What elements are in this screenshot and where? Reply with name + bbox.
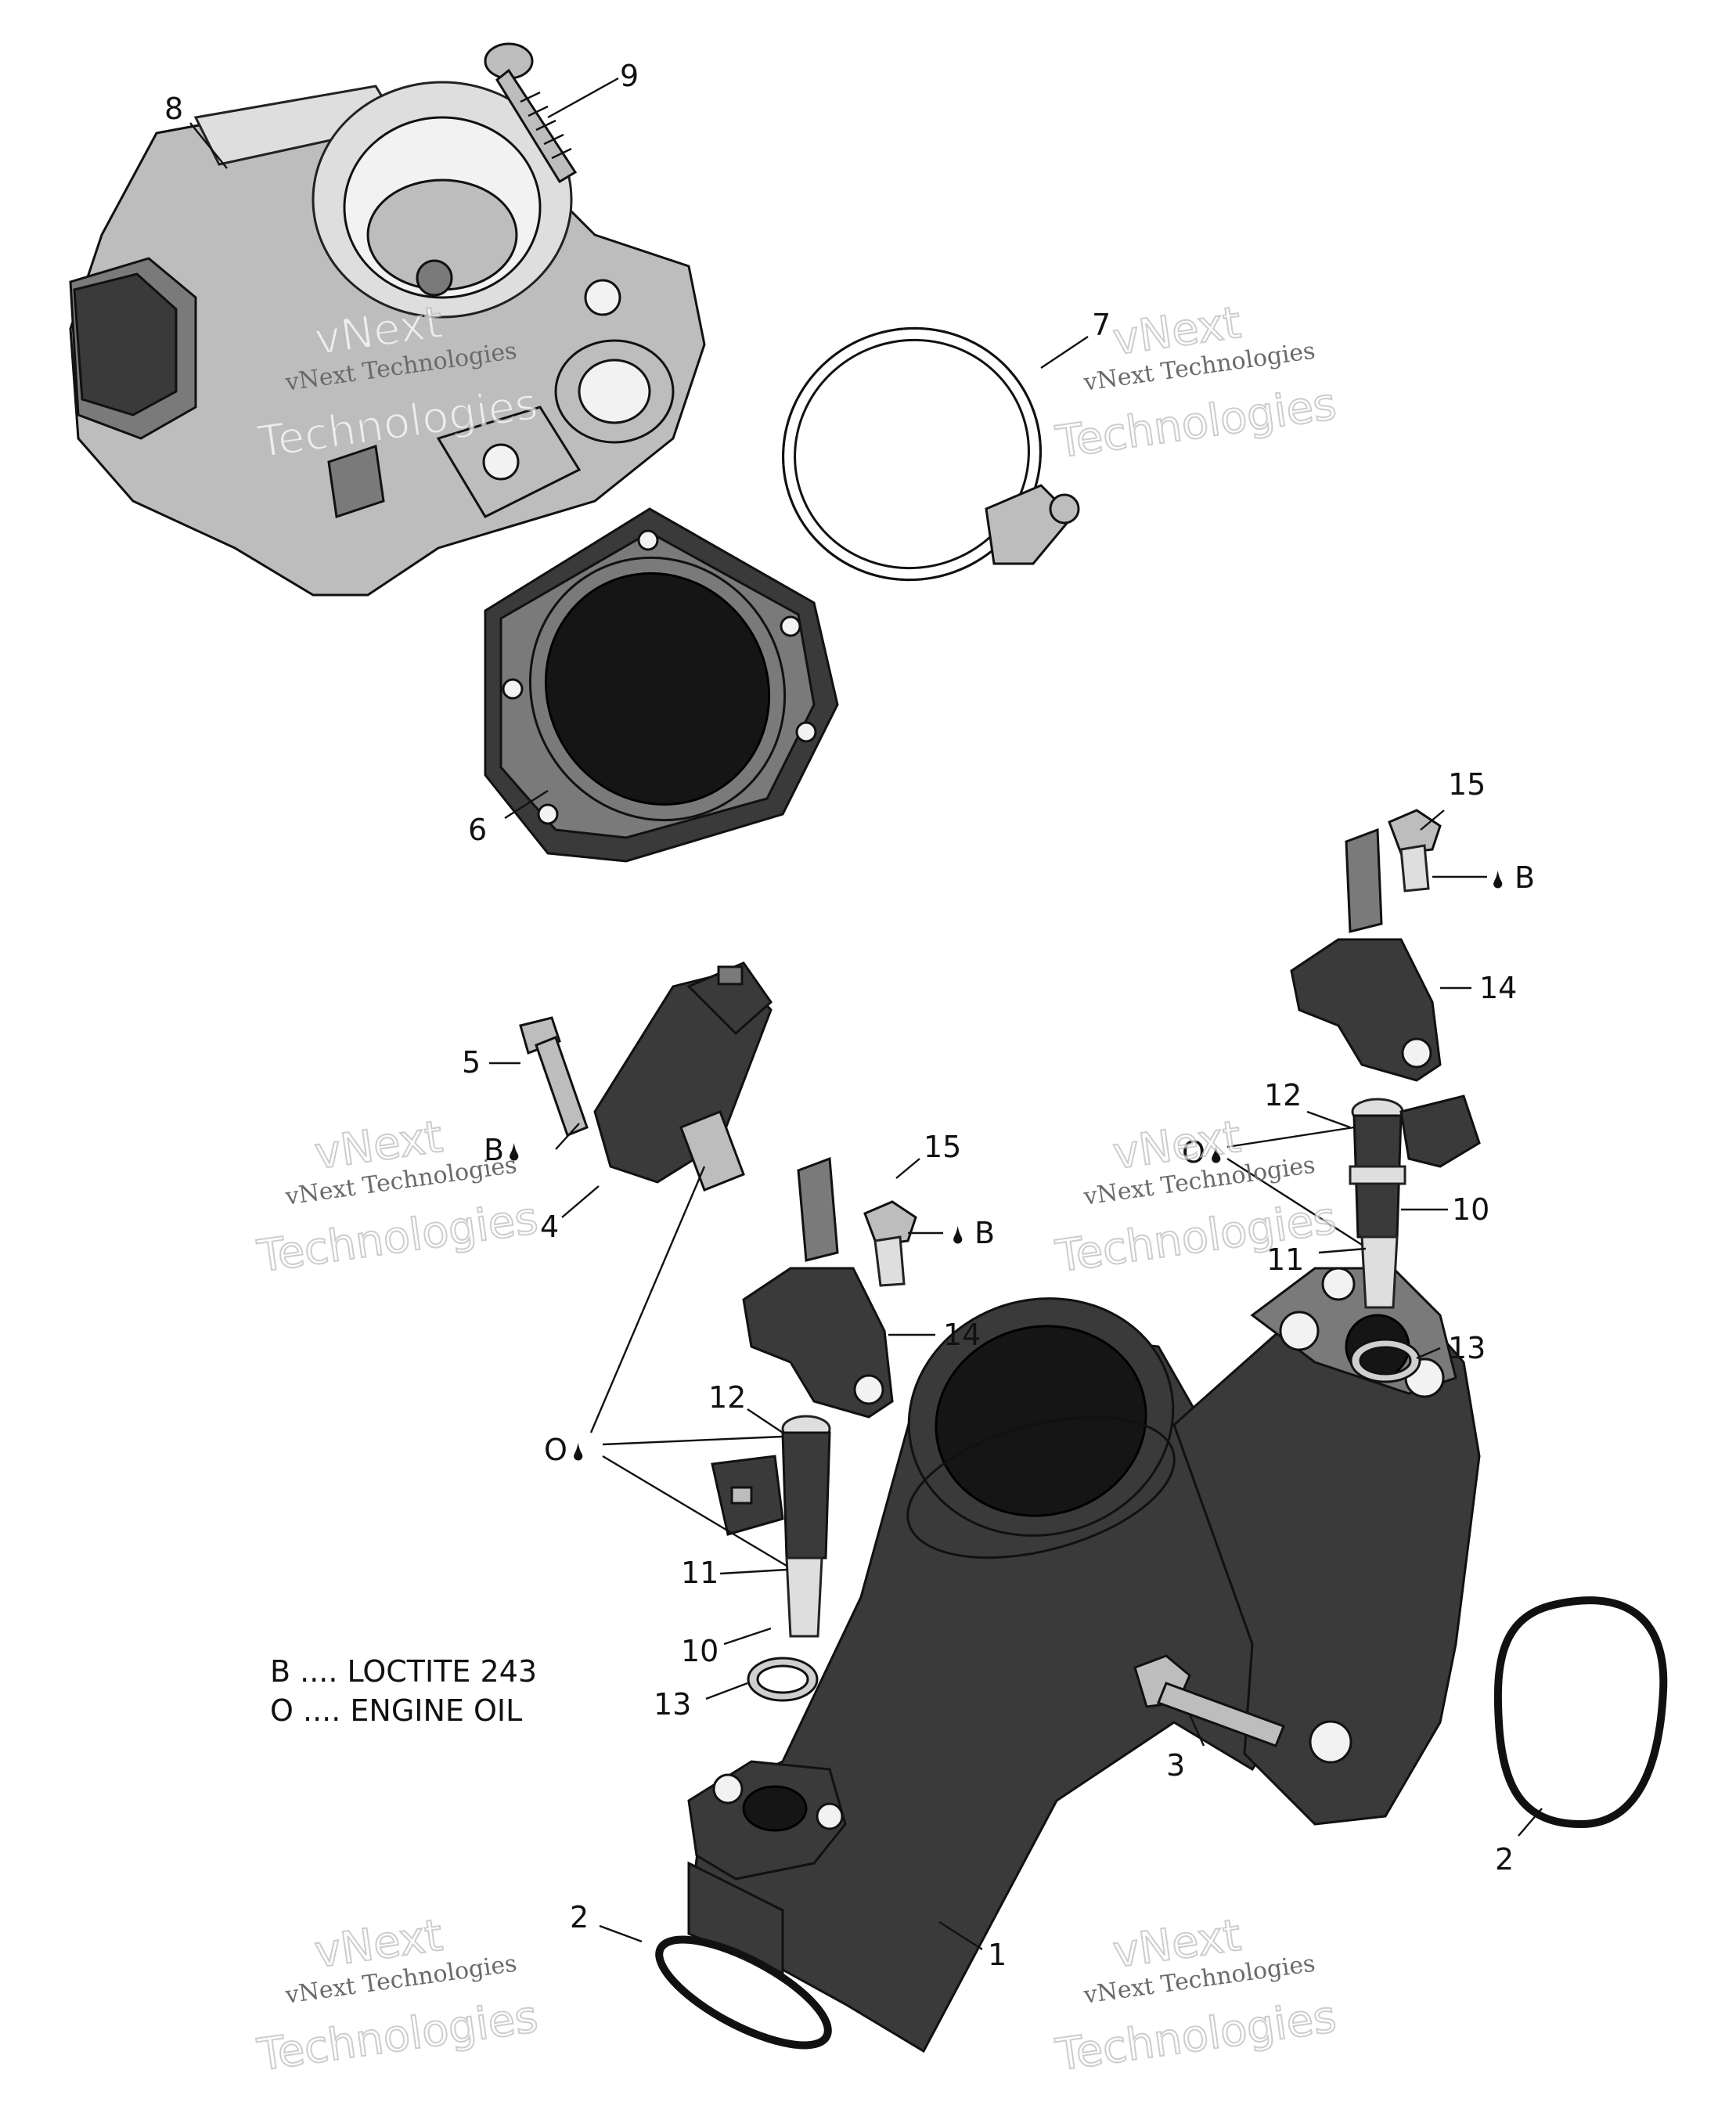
callout-1: 1: [988, 1938, 1007, 1972]
drop-icon: 🌢: [1209, 1141, 1223, 1169]
callout-14-left: 14: [943, 1318, 981, 1352]
drop-icon: 🌢: [571, 1439, 585, 1466]
bolt-part-15-right: [1388, 809, 1442, 892]
legend-loctite: B .... LOCTITE 243: [270, 1654, 537, 1689]
callout-15-left: 15: [924, 1130, 961, 1164]
callout-13-right: 13: [1448, 1331, 1486, 1365]
callout-2-bottom: 2: [570, 1900, 589, 1935]
callout-14-right: 14: [1479, 971, 1517, 1005]
callout-13-left: 13: [654, 1687, 691, 1722]
callout-8: 8: [164, 92, 183, 126]
sensor-part-4: [593, 961, 773, 1192]
callout-12-left: 12: [708, 1380, 746, 1415]
screw-part-9: [484, 42, 578, 184]
callout-2-right: 2: [1495, 1842, 1514, 1877]
fuel-injector-right: [1349, 1094, 1481, 1309]
lubricant-markers: B 🌢 🌢 B 🌢 B O 🌢 O 🌢: [484, 860, 1535, 1467]
legend-engine-oil: O .... ENGINE OIL: [270, 1693, 522, 1728]
oil-marker-right: O: [1182, 1135, 1205, 1170]
legend: B .... LOCTITE 243 O .... ENGINE OIL: [270, 1654, 537, 1728]
drop-icon: 🌢: [1491, 867, 1505, 894]
injector-holder-part-14-right: [1290, 828, 1442, 1082]
watermark-bottom-left: vNext Technologies vNext Technologies: [254, 1909, 542, 2082]
o-ring-part-13-left: [747, 1657, 819, 1702]
callout-6: 6: [468, 813, 487, 847]
watermark-top-right: vNext Technologies vNext Technologies: [1052, 297, 1340, 470]
callout-4: 4: [540, 1210, 559, 1244]
loctite-marker-15-left: B: [974, 1216, 995, 1250]
adapter-flange-part-6: [484, 507, 839, 863]
injector-holder-part-14-left: [742, 1156, 894, 1419]
fuel-injector-left: [711, 1415, 831, 1638]
callout-12-right: 12: [1264, 1078, 1302, 1112]
callout-9: 9: [620, 59, 639, 93]
callout-15-right: 15: [1448, 767, 1486, 802]
watermark-mid-left: vNext Technologies vNext Technologies: [254, 1111, 542, 1284]
callout-5: 5: [462, 1045, 481, 1080]
callout-7: 7: [1092, 308, 1111, 342]
callout-11-right: 11: [1266, 1242, 1304, 1277]
throttle-body-part-8: [69, 81, 706, 597]
oil-marker-left: O: [544, 1433, 567, 1467]
drop-icon: 🌢: [951, 1222, 965, 1249]
gasket-part-2-bottom: [655, 1935, 832, 2050]
o-ring-part-13-right: [1349, 1338, 1421, 1383]
loctite-marker-15-right: B: [1514, 860, 1535, 895]
bolt-part-5: [519, 1016, 589, 1137]
bolt-part-15-left: [863, 1200, 917, 1287]
callout-11-left: 11: [681, 1556, 719, 1590]
callout-3: 3: [1166, 1748, 1185, 1783]
callout-10-right: 10: [1452, 1192, 1489, 1227]
watermark-bottom-right: vNext Technologies vNext Technologies: [1052, 1909, 1340, 2082]
callout-numbers: 8 9 7 6 5 4 15 14 12 11 10 13 1 2 3 2 15…: [164, 59, 1517, 1972]
loctite-marker-5: B: [484, 1133, 504, 1167]
drop-icon: 🌢: [507, 1139, 521, 1166]
bolt-part-3: [1133, 1654, 1285, 1747]
callout-10-left: 10: [681, 1634, 719, 1668]
leader-lines: [189, 77, 1543, 1951]
clamp-part-7: [782, 326, 1080, 582]
gasket-part-2-right: [1493, 1596, 1668, 1829]
